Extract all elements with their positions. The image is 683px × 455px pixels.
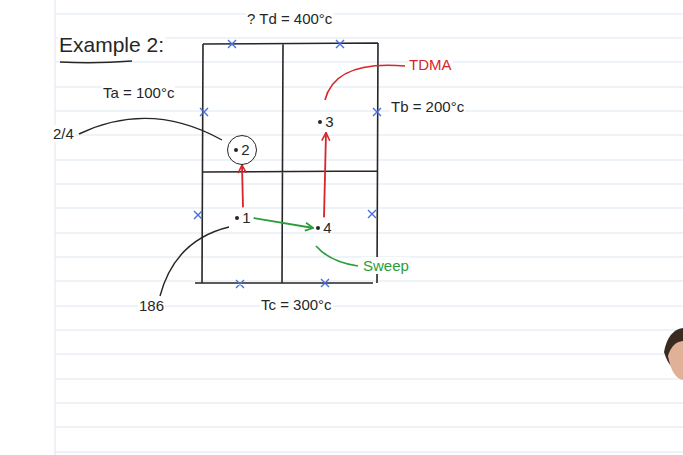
method-note: Sweep: [362, 257, 410, 275]
leader-line: [79, 118, 222, 140]
circled-grid-point: 2: [227, 135, 257, 165]
point-number: 4: [323, 219, 331, 236]
leader-line: [316, 246, 358, 266]
node-value: 2/4: [52, 125, 75, 143]
point-dot: [235, 216, 239, 220]
point-number: 1: [242, 209, 250, 226]
point-number: 3: [325, 113, 333, 130]
label-text: ? Td = 400°c: [246, 10, 333, 27]
point-dot: [318, 120, 322, 124]
method-note: TDMA: [408, 56, 453, 74]
label-text: Tc = 300°c: [260, 296, 333, 313]
sweep-arrow: [254, 218, 314, 228]
point-dot: [316, 226, 320, 230]
grid-point: 1: [232, 207, 253, 228]
title-underline: [60, 61, 132, 63]
point-number: 2: [241, 141, 249, 158]
leader-line: [325, 65, 405, 100]
presenter-face: [668, 341, 683, 380]
grid-point: 3: [315, 111, 336, 132]
label-text: Ta = 100°c: [102, 84, 175, 101]
ruled-lines: [55, 14, 683, 452]
label-text: 186: [138, 297, 165, 314]
label-text: TDMA: [408, 56, 453, 73]
face-marks: [194, 40, 381, 288]
margin-line: [55, 0, 56, 455]
solve-direction-arrow: [242, 165, 243, 207]
boundary-temperature: Tb = 200°c: [390, 98, 465, 116]
boundary-temperature: Ta = 100°c: [102, 84, 175, 102]
example-title: Example 2:: [58, 32, 165, 57]
boundary-temperature: Tc = 300°c: [260, 296, 333, 314]
title-text: Example 2:: [58, 33, 165, 56]
leader-line: [160, 227, 229, 296]
label-text: Tb = 200°c: [390, 98, 465, 115]
solve-direction-arrow: [324, 133, 326, 218]
node-value: 186: [138, 297, 165, 315]
boundary-temperature: ? Td = 400°c: [246, 10, 333, 28]
domain-square: [195, 43, 378, 283]
point-dot: [234, 148, 238, 152]
grid-point: 4: [313, 217, 334, 238]
label-text: Sweep: [362, 257, 410, 274]
label-text: 2/4: [52, 125, 75, 142]
